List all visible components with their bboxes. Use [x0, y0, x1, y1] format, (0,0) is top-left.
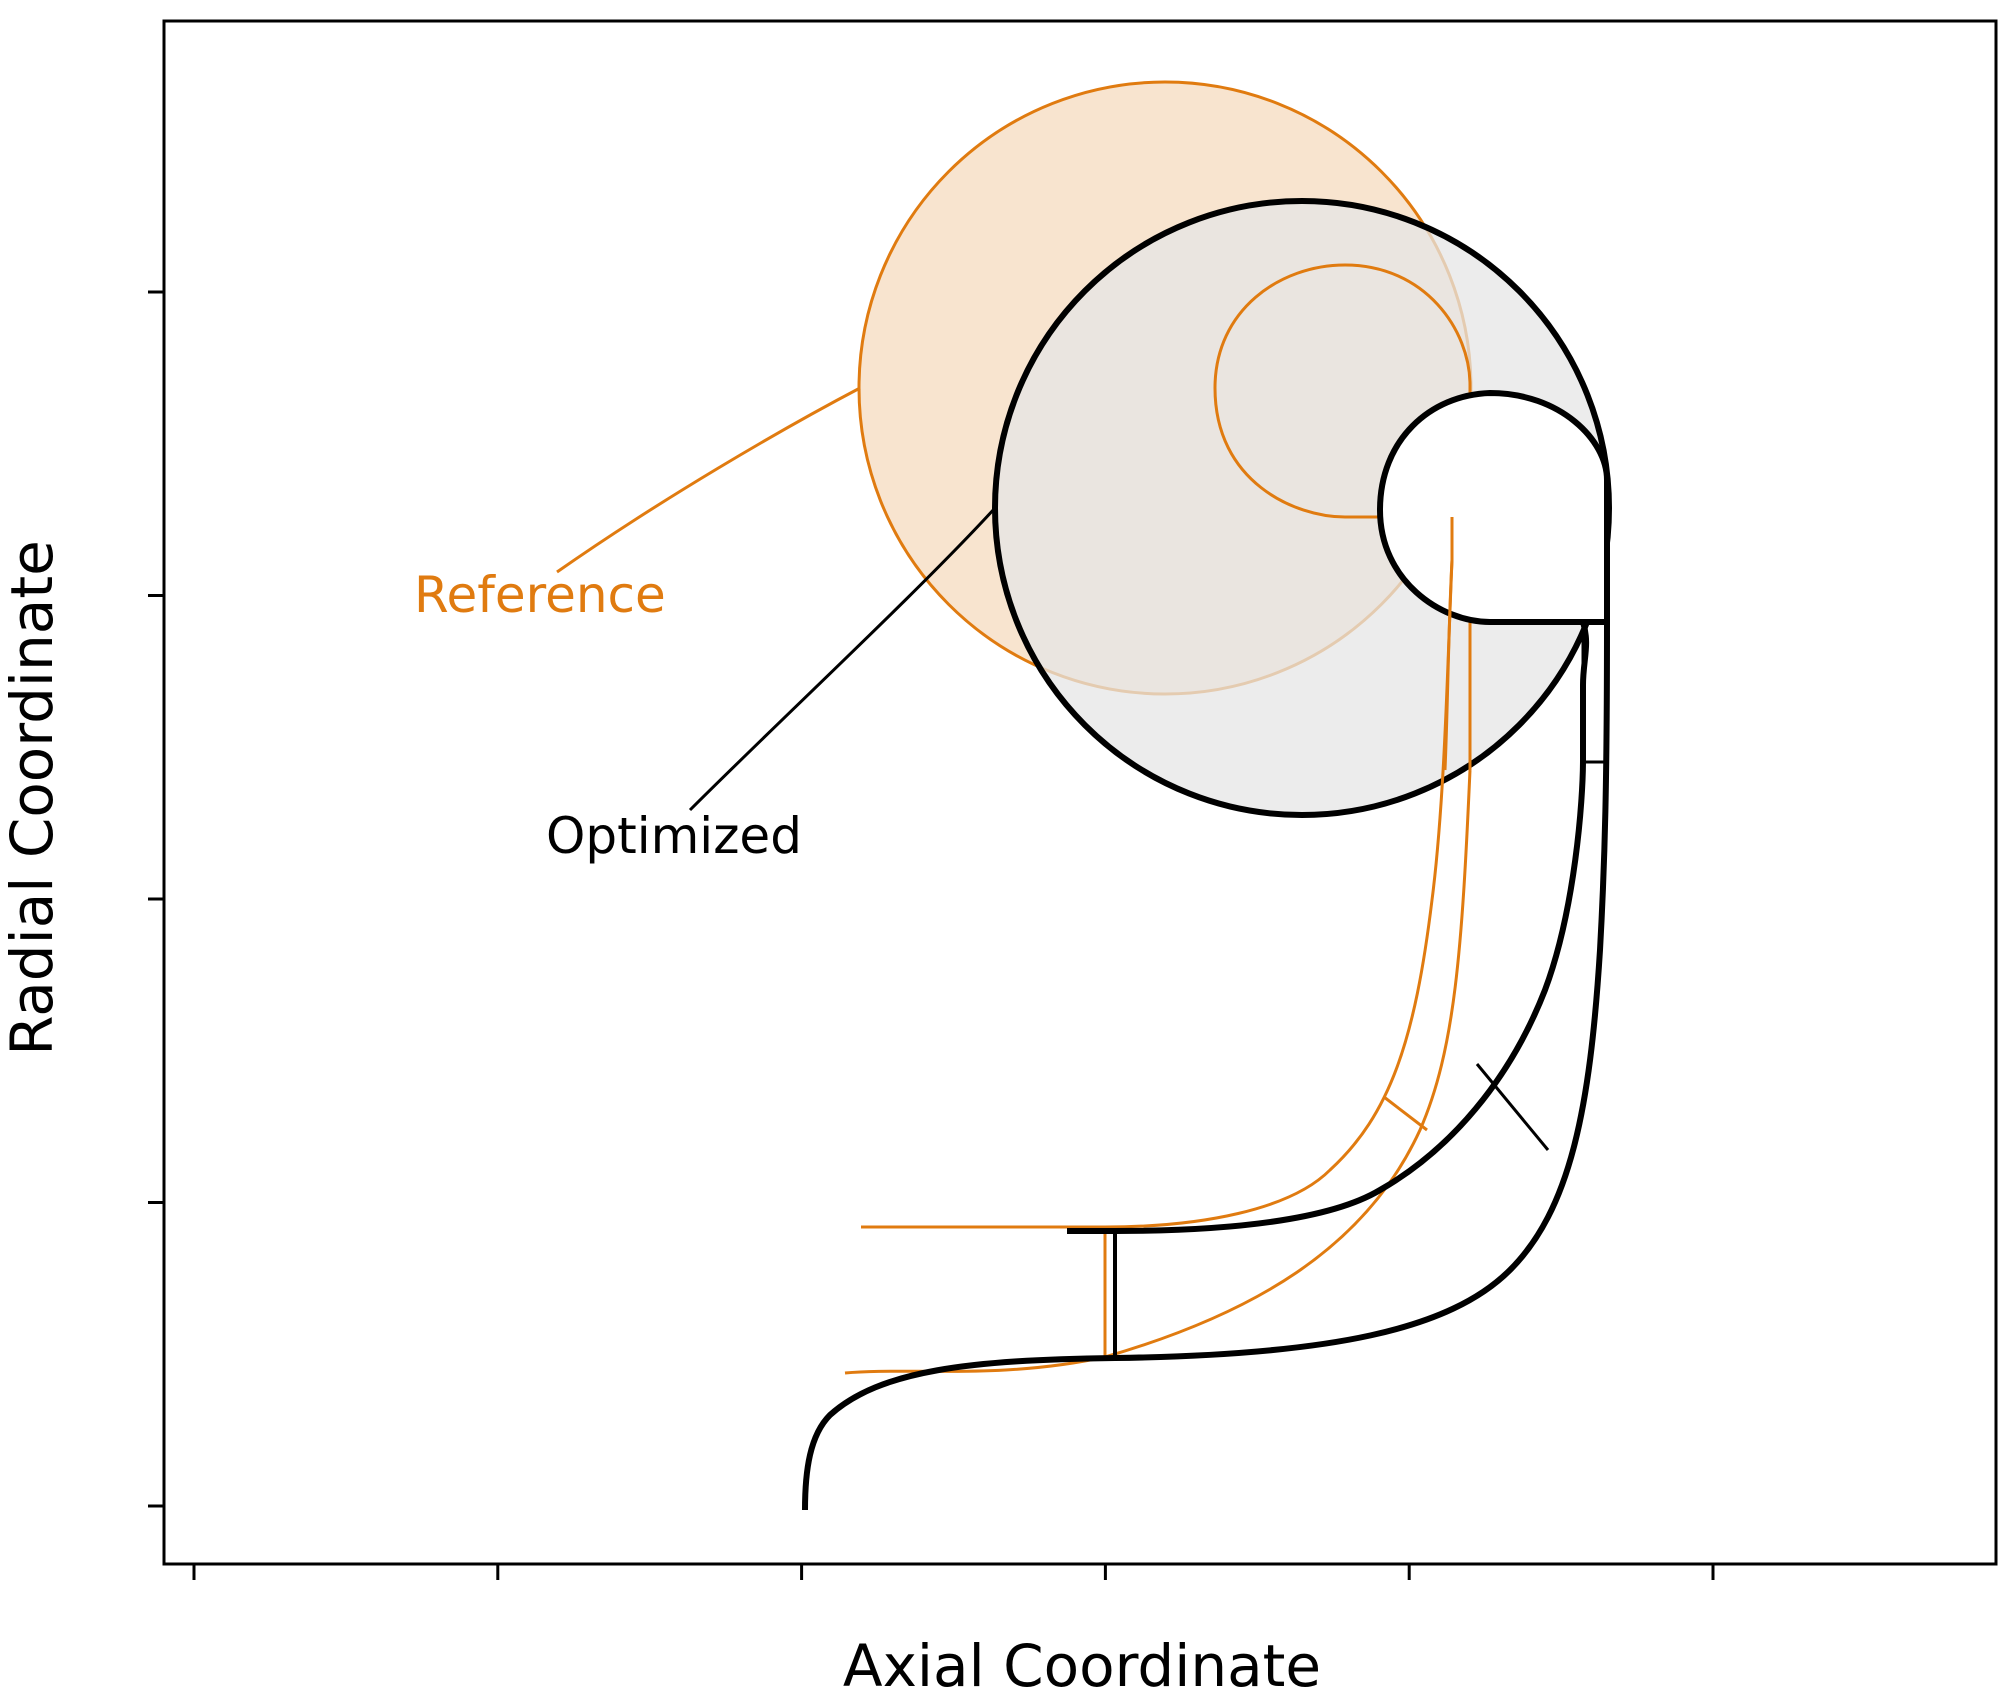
reference-annotation-label: Reference — [414, 566, 666, 624]
y-axis-label: Radial Coordinate — [0, 540, 66, 1056]
axis-ticks — [148, 290, 1715, 1580]
reference-annotation-line — [556, 386, 861, 574]
optimized-hub-line — [802, 621, 1610, 1511]
optimized-annotation-line — [688, 506, 997, 812]
reference-outlet-edge — [1383, 1095, 1428, 1132]
x-axis-label: Axial Coordinate — [843, 1632, 1321, 1700]
reference-hub-line — [844, 769, 1472, 1375]
optimized-volute-inner — [1376, 389, 1610, 625]
plot-frame — [162, 19, 1998, 1566]
reference-volute-inner — [1213, 263, 1472, 770]
optimized-shroud-line — [1067, 621, 1590, 1234]
optimized-annotation-label: Optimized — [546, 807, 802, 865]
reference-shroud-line — [861, 559, 1454, 1229]
optimized-outlet-edge — [1475, 1063, 1550, 1151]
